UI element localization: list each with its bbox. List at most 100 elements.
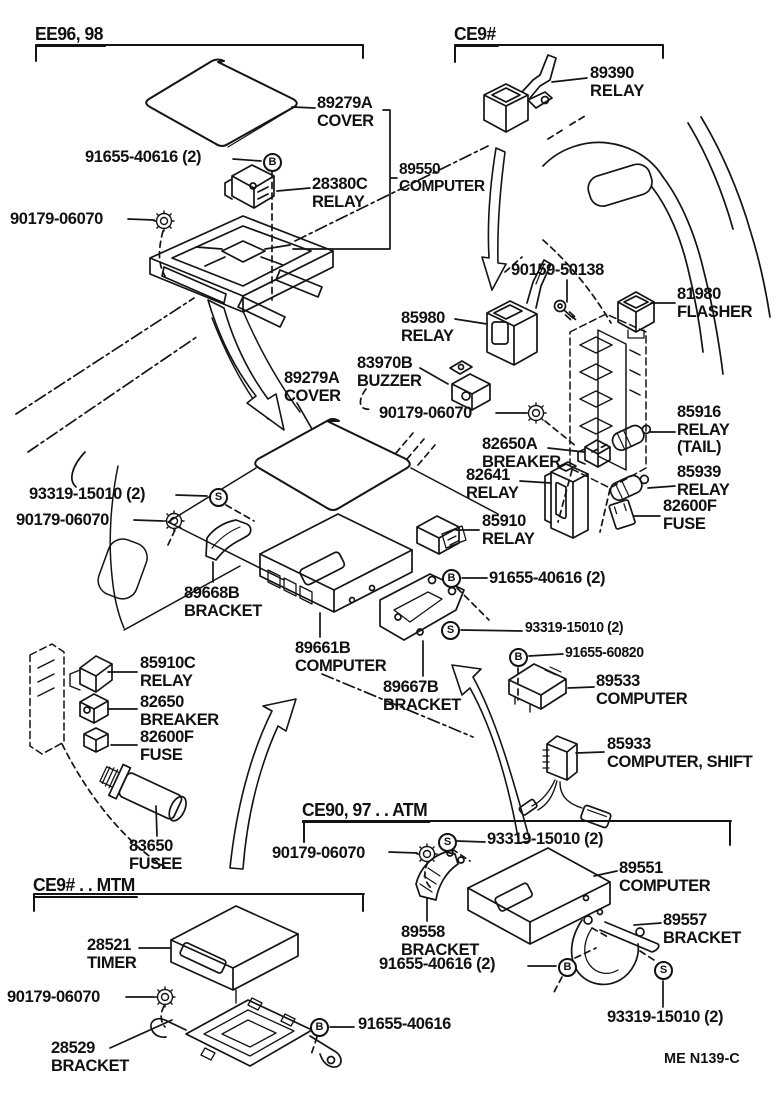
bolt-symbol-1: B <box>263 153 282 172</box>
relay-89390-drawing <box>483 54 557 133</box>
part-name: RELAY <box>482 528 535 548</box>
label-computer-89533: 89533 COMPUTER <box>596 671 688 707</box>
label-nut-atm: 90179-06070 <box>272 844 365 862</box>
label-breaker-82650a: 82650A BREAKER <box>482 435 561 470</box>
bolt-symbol-4: B <box>558 958 577 977</box>
part-name: COMPUTER, SHIFT <box>607 751 753 771</box>
part-number: 28521 <box>87 935 131 954</box>
part-name: COVER <box>284 385 341 405</box>
label-computer-89661b: 89661B COMPUTER <box>295 638 387 675</box>
fuse-82600f-left-drawing <box>83 727 109 753</box>
part-name: BRACKET <box>51 1055 129 1075</box>
part-name: RELAY <box>401 325 454 345</box>
section-header-ce90-97-atm: CE90, 97 . . ATM <box>302 800 431 823</box>
label-bracket-28529: 28529 BRACKET <box>51 1039 129 1074</box>
relay-82641-drawing <box>544 461 589 539</box>
bracket-89557-drawing <box>570 915 660 986</box>
part-name: BRACKET <box>184 600 262 620</box>
part-number: 89557 <box>663 910 707 929</box>
part-name: FUSE <box>140 744 183 764</box>
leader-lines <box>71 77 676 1049</box>
part-number: 85939 <box>677 462 721 481</box>
part-number: 90179-06070 <box>379 403 472 422</box>
label-cover-top: 89279A COVER <box>317 94 374 129</box>
buzzer-83970b-drawing <box>449 360 491 411</box>
arrow-lower-left <box>229 698 297 870</box>
part-number: 82650A <box>482 434 538 453</box>
part-number: 91655-40616 (2) <box>85 147 202 166</box>
flasher-81980-drawing <box>617 291 655 339</box>
part-name: TIMER <box>87 952 137 972</box>
part-number: 28380C <box>312 174 368 193</box>
label-timer-28521: 28521 TIMER <box>87 935 137 972</box>
label-relay-85939: 85939 RELAY <box>677 462 730 499</box>
label-bracket-89558: 89558 BRACKET <box>401 923 479 958</box>
part-number: 83970B <box>357 353 413 372</box>
label-bracket-89668b: 89668B BRACKET <box>184 584 262 619</box>
part-number: 91655-40616 <box>358 1014 451 1033</box>
part-number: 83650 <box>129 836 173 855</box>
screw-symbol-4: S <box>654 961 673 980</box>
car-cowl-outline <box>542 116 771 375</box>
part-qualifier: (TAIL) <box>677 437 722 457</box>
fusebox-left-drawing <box>29 643 65 755</box>
cover-mid-drawing <box>254 418 411 511</box>
label-relay-28380c: 28380C RELAY <box>312 174 368 210</box>
label-relay-82641: 82641 RELAY <box>466 466 519 502</box>
computer-89533-drawing <box>508 663 567 713</box>
part-number: 90179-06070 <box>10 209 103 228</box>
screw-symbol-1: S <box>209 488 228 507</box>
label-bolt-40616-mid: 91655-40616 (2) <box>489 568 606 587</box>
label-relay-85910c: 85910C RELAY <box>140 653 196 689</box>
part-name: COVER <box>317 110 374 130</box>
part-number: 90159-50138 <box>511 260 604 279</box>
label-relay-89390: 89390 RELAY <box>590 64 644 99</box>
part-number: 91655-40616 (2) <box>489 568 606 587</box>
label-bolt-40616-mtm: 91655-40616 <box>358 1015 451 1033</box>
part-number: 89279A <box>317 93 373 112</box>
label-bolt-60820: 91655-60820 <box>565 645 644 661</box>
label-fuse-82600f-left: 82600F FUSE <box>140 728 194 763</box>
part-name: BUZZER <box>357 370 422 390</box>
label-screw-50138: 90159-50138 <box>511 261 604 279</box>
part-number: 90179-06070 <box>272 843 365 862</box>
left-dash-outline <box>97 310 499 631</box>
label-bracket-89557: 89557 BRACKET <box>663 911 741 946</box>
computer-89551-drawing <box>467 847 611 945</box>
part-number: 85916 <box>677 402 721 421</box>
part-name: FUSEE <box>129 853 183 873</box>
bolt-symbol-3: B <box>509 648 528 667</box>
label-relay-85910: 85910 RELAY <box>482 512 535 548</box>
part-number: 93319-15010 (2) <box>487 829 604 848</box>
breaker-82650-drawing <box>79 693 109 724</box>
part-number: 89661B <box>295 638 351 657</box>
part-name: COMPUTER <box>295 655 387 675</box>
screw-symbol-2: S <box>441 621 460 640</box>
label-bolt-40616-atm: 91655-40616 (2) <box>379 955 496 973</box>
part-name: RELAY <box>677 479 730 499</box>
part-number: 85933 <box>607 734 651 753</box>
arrow-cover-top <box>207 299 285 431</box>
cover-top-drawing <box>145 58 298 148</box>
part-number: 89558 <box>401 922 445 941</box>
part-name: RELAY <box>677 419 730 439</box>
part-number: 93319-15010 (2) <box>525 620 624 636</box>
section-header-ce9-mtm: CE9# . . MTM <box>33 875 138 898</box>
part-number: 85910C <box>140 653 196 672</box>
label-buzzer-83970b: 83970B BUZZER <box>357 354 422 389</box>
drawing-code: ME N139-C <box>664 1051 740 1067</box>
label-bracket-89667b: 89667B BRACKET <box>383 678 461 713</box>
part-name: BREAKER <box>140 709 219 729</box>
placement-arrows <box>207 147 531 870</box>
part-name: RELAY <box>466 482 519 502</box>
relay-85980-drawing <box>486 259 552 366</box>
screw-50138-drawing <box>553 299 577 321</box>
part-number: 89550 <box>399 161 441 178</box>
part-name: BRACKET <box>383 694 461 714</box>
part-number: 85980 <box>401 308 445 327</box>
label-breaker-82650: 82650 BREAKER <box>140 693 219 728</box>
part-name: COMPUTER <box>619 875 711 895</box>
arrow-pillar-down <box>481 147 507 291</box>
part-number: 89533 <box>596 671 640 690</box>
